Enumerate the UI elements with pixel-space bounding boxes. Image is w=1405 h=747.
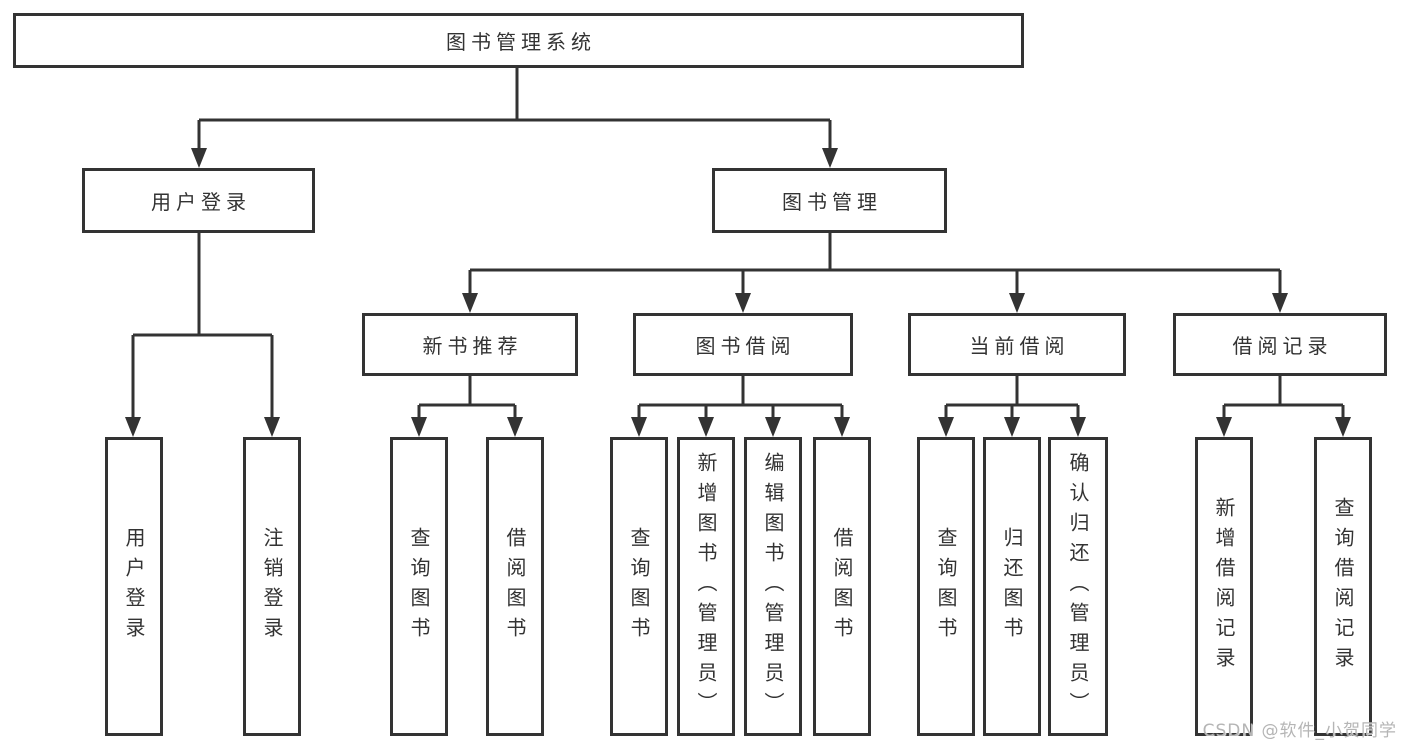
leaf-label: 查询图书 bbox=[934, 526, 958, 647]
node-leaf-return-books: 归还图书 bbox=[983, 437, 1041, 736]
leaf-label: 查询图书 bbox=[407, 526, 431, 647]
node-leaf-confirm-return-admin: 确认归还（管理员） bbox=[1048, 437, 1108, 736]
node-leaf-query-books-borrow: 查询图书 bbox=[610, 437, 668, 736]
node-new-book-recommend: 新书推荐 bbox=[362, 313, 578, 376]
node-leaf-query-borrow-record: 查询借阅记录 bbox=[1314, 437, 1372, 736]
leaf-label: 新增图书（管理员） bbox=[694, 451, 718, 722]
node-book-management: 图书管理 bbox=[712, 168, 947, 233]
leaf-label: 注销登录 bbox=[260, 526, 284, 647]
leaf-label: 查询图书 bbox=[627, 526, 651, 647]
leaf-label: 用户登录 bbox=[122, 526, 146, 647]
node-book-borrow: 图书借阅 bbox=[633, 313, 853, 376]
node-leaf-logout: 注销登录 bbox=[243, 437, 301, 736]
node-leaf-borrow-books: 借阅图书 bbox=[813, 437, 871, 736]
leaf-label: 新增借阅记录 bbox=[1212, 496, 1236, 677]
leaf-label: 归还图书 bbox=[1000, 526, 1024, 647]
connector-book-management-to-level3 bbox=[462, 233, 1288, 313]
node-leaf-add-books-admin: 新增图书（管理员） bbox=[677, 437, 735, 736]
csdn-watermark: CSDN @软件_小贺同学 bbox=[1202, 721, 1397, 741]
connector-new-book-recommend-to-leaves bbox=[411, 376, 523, 437]
node-borrow-records: 借阅记录 bbox=[1173, 313, 1387, 376]
connector-current-borrow-to-leaves bbox=[938, 376, 1086, 437]
node-leaf-user-login: 用户登录 bbox=[105, 437, 163, 736]
node-root-system: 图书管理系统 bbox=[13, 13, 1024, 68]
node-user-login: 用户登录 bbox=[82, 168, 315, 233]
leaf-label: 查询借阅记录 bbox=[1331, 496, 1355, 677]
leaf-label: 借阅图书 bbox=[830, 526, 854, 647]
connector-borrow-records-to-leaves bbox=[1216, 376, 1351, 437]
leaf-label: 确认归还（管理员） bbox=[1066, 451, 1090, 722]
connector-book-borrow-to-leaves bbox=[631, 376, 850, 437]
leaf-label: 编辑图书（管理员） bbox=[761, 451, 785, 722]
node-leaf-add-borrow-record: 新增借阅记录 bbox=[1195, 437, 1253, 736]
node-leaf-query-books-current: 查询图书 bbox=[917, 437, 975, 736]
leaf-label: 借阅图书 bbox=[503, 526, 527, 647]
connector-user-login-to-leaves bbox=[125, 233, 280, 437]
node-leaf-edit-books-admin: 编辑图书（管理员） bbox=[744, 437, 802, 736]
node-leaf-borrow-books-recommend: 借阅图书 bbox=[486, 437, 544, 736]
node-leaf-query-books-recommend: 查询图书 bbox=[390, 437, 448, 736]
connector-root-to-level2 bbox=[191, 68, 838, 168]
node-current-borrow: 当前借阅 bbox=[908, 313, 1126, 376]
